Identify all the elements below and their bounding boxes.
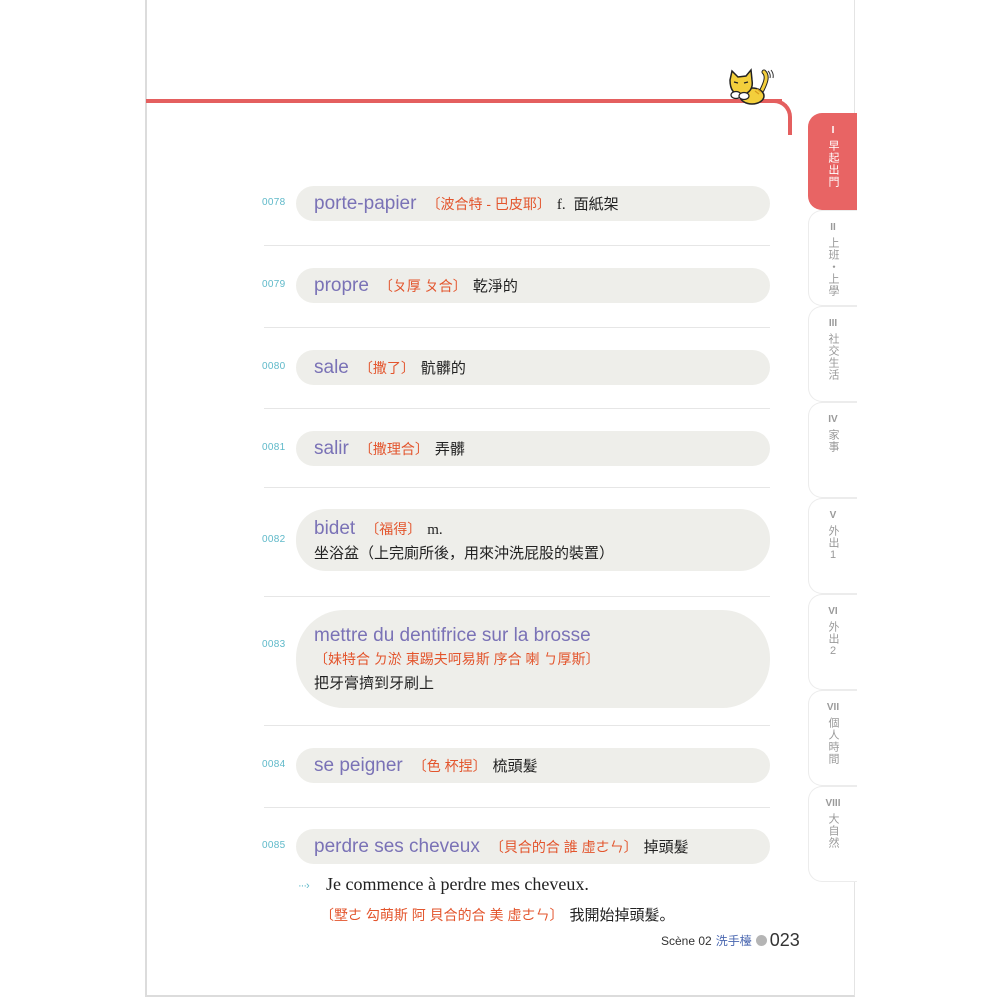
french-term: perdre ses cheveux [314, 835, 480, 857]
grammar-tag: f. [556, 196, 566, 213]
french-term: propre [314, 274, 369, 296]
tab-number: II [830, 222, 836, 233]
divider [264, 245, 770, 246]
chinese-meaning: 弄髒 [434, 440, 465, 458]
grammar-tag: m. [427, 521, 443, 538]
tab-label: 早起出門 [827, 140, 839, 188]
pronunciation: 〔妹特合 ㄉ淤 東踢夫呵易斯 序合 喇 ㄅ厚斯〕 [314, 651, 600, 667]
chinese-meaning: 面紙架 [573, 195, 619, 213]
entry-pill: se peigner 〔色 杯捏〕 梳頭髮 [296, 748, 770, 783]
tab-number: V [829, 510, 837, 521]
french-term: salir [314, 437, 349, 459]
entry-pill: perdre ses cheveux 〔貝合的合 誰 虛ㄜㄣ〕 掉頭髮 [296, 829, 770, 864]
tab-chapter-3[interactable]: III 社交生活 [808, 306, 857, 402]
entry-pill: salir 〔撒理合〕 弄髒 [296, 431, 770, 466]
arrow-icon: ···› [298, 880, 310, 892]
tab-label: 社交生活 [827, 333, 839, 381]
tab-number: VI [828, 606, 838, 617]
tab-label: 個人時間 [827, 717, 839, 765]
bullet-dot-icon [755, 935, 767, 946]
scene-title: 洗手檯 [715, 934, 752, 948]
entry-pill: mettre du dentifrice sur la brosse 〔妹特合 … [296, 610, 770, 708]
header-rule-curve [762, 99, 792, 135]
pronunciation: 〔色 杯捏〕 [412, 757, 487, 774]
cat-icon [729, 68, 774, 105]
chinese-meaning: 把牙膏擠到牙刷上 [314, 675, 435, 692]
tab-label: 家事 [827, 429, 839, 453]
scene-label: Scène 02 [661, 933, 712, 948]
chinese-meaning: 骯髒的 [420, 359, 466, 377]
divider [264, 487, 770, 488]
chinese-meaning: 乾淨的 [472, 277, 518, 295]
french-term: se peigner [314, 754, 403, 776]
page-number: 023 [769, 930, 800, 950]
pronunciation: 〔波合特 - 巴皮耶〕 [426, 195, 551, 212]
example-translation: 我開始掉頭髮。 [569, 907, 675, 924]
entry-code: 0079 [262, 279, 286, 290]
tab-chapter-1[interactable]: I 早起出門 [808, 113, 857, 210]
tab-label: 上班・上學 [827, 237, 839, 297]
pronunciation: 〔貝合的合 誰 虛ㄜㄣ〕 [489, 838, 638, 855]
tab-chapter-7[interactable]: VII 個人時間 [808, 690, 857, 786]
chinese-meaning: 坐浴盆（上完廁所後，用來沖洗屁股的裝置） [314, 544, 615, 562]
divider [264, 327, 770, 328]
tab-number: IV [828, 414, 838, 425]
tab-chapter-4[interactable]: IV 家事 [808, 402, 857, 498]
tab-chapter-6[interactable]: VI 外出2 [808, 594, 857, 690]
pronunciation: 〔撒了〕 [358, 359, 415, 376]
entry-pill: bidet 〔福得〕 m. 坐浴盆（上完廁所後，用來沖洗屁股的裝置） [296, 509, 770, 571]
french-term: mettre du dentifrice sur la brosse [314, 625, 591, 646]
pronunciation: 〔撒理合〕 [358, 440, 429, 457]
entry-pill: propre 〔ㄆ厚 ㄆ合〕 乾淨的 [296, 268, 770, 303]
header-rule [146, 99, 782, 103]
tab-chapter-5[interactable]: V 外出1 [808, 498, 857, 594]
example-pronunciation: 〔墅ㄜ 勾萌斯 阿 貝合的合 美 虛ㄜㄣ〕 [320, 907, 564, 923]
pronunciation: 〔ㄆ厚 ㄆ合〕 [378, 277, 467, 294]
entry-code: 0082 [262, 534, 286, 545]
tab-number: I [831, 125, 835, 136]
page-footer: Scène 02 洗手檯 023 [661, 930, 800, 951]
tab-number: VII [826, 702, 840, 713]
divider [264, 596, 770, 597]
divider [264, 807, 770, 808]
french-term: porte-papier [314, 192, 417, 214]
tab-label: 大自然 [827, 813, 839, 849]
entry-pill: sale 〔撒了〕 骯髒的 [296, 350, 770, 385]
tab-number: III [828, 318, 838, 329]
tab-label: 外出1 [827, 525, 839, 562]
french-term: sale [314, 356, 349, 378]
tab-number: VIII [825, 798, 841, 809]
entry-code: 0081 [262, 442, 286, 453]
entry-code: 0078 [262, 197, 286, 208]
tab-chapter-8[interactable]: VIII 大自然 [808, 786, 857, 882]
chinese-meaning: 梳頭髮 [492, 757, 538, 775]
french-term: bidet [314, 517, 356, 539]
pronunciation: 〔福得〕 [365, 520, 422, 537]
entry-code: 0085 [262, 840, 286, 851]
tab-label: 外出2 [827, 621, 839, 658]
entry-code: 0083 [262, 639, 286, 650]
tab-chapter-2[interactable]: II 上班・上學 [808, 210, 857, 306]
divider [264, 408, 770, 409]
entry-pill: porte-papier 〔波合特 - 巴皮耶〕 f. 面紙架 [296, 186, 770, 221]
entry-code: 0080 [262, 361, 286, 372]
chinese-meaning: 掉頭髮 [643, 838, 689, 856]
entry-code: 0084 [262, 759, 286, 770]
example-french: Je commence à perdre mes cheveux. [326, 874, 589, 894]
divider [264, 725, 770, 726]
